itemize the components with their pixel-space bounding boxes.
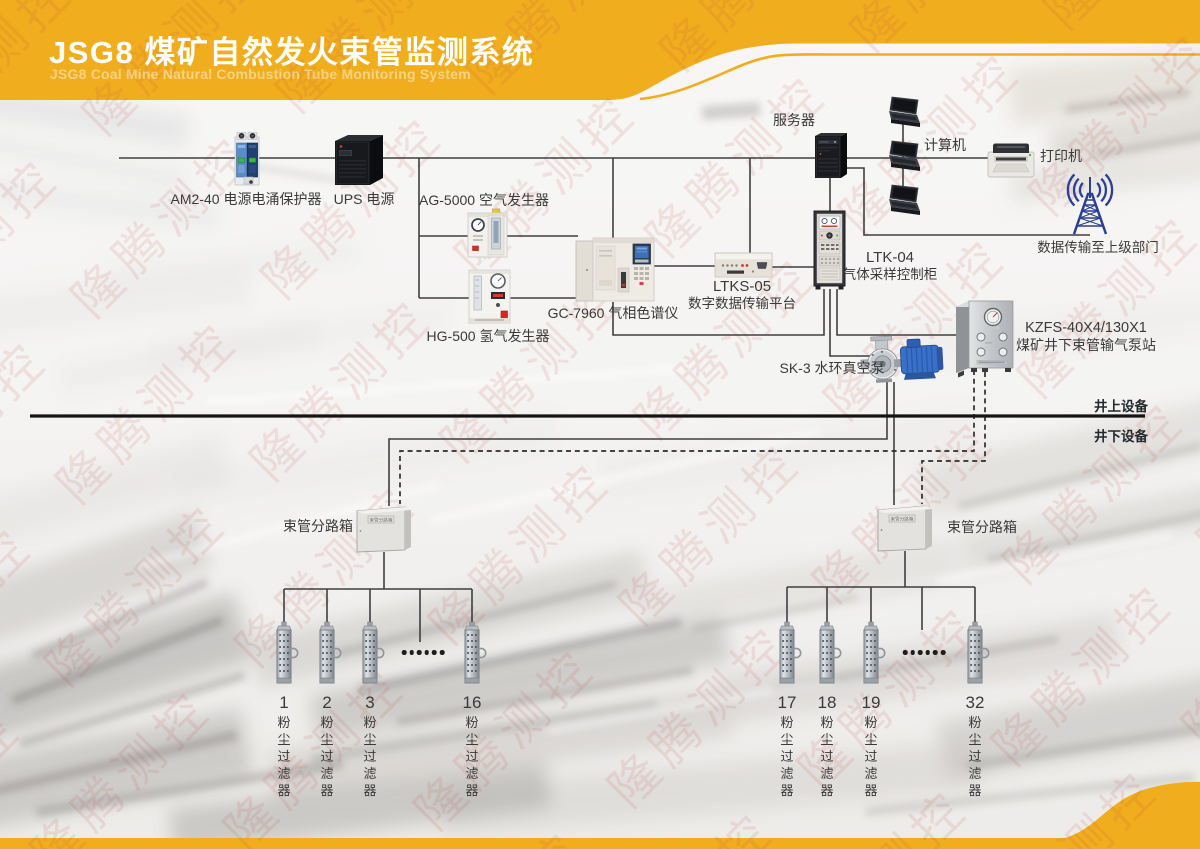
air-generator-label: AG-5000 空气发生器: [419, 192, 549, 208]
filter-ellipsis: [902, 650, 946, 655]
dust-filter-name: 粉尘过滤器: [363, 715, 377, 798]
dust-filter-label-32: 32 粉尘过滤器: [953, 693, 997, 799]
dust-filter-19: [863, 621, 886, 684]
radio-tower-icon: [1066, 173, 1114, 235]
branch-box-left-front-text: 束管分路箱: [370, 517, 393, 524]
server-label: 服务器: [773, 112, 815, 128]
surface-section-label: 井上设备: [1094, 399, 1148, 414]
sampling-cabinet-label: LTK-04 气体采样控制柜: [843, 249, 938, 283]
pump-station-name: 煤矿井下束管输气泵站: [1016, 337, 1156, 353]
hydrogen-generator-device: [468, 269, 511, 324]
dust-filter-number: 17: [777, 693, 797, 712]
dust-filter-name: 粉尘过滤器: [277, 715, 291, 798]
printer-label: 打印机: [1040, 148, 1082, 164]
dust-filter-17: [779, 621, 802, 684]
vacuum-pump-label: SK-3 水环真空泵: [779, 360, 885, 376]
computer-2-device: [888, 140, 921, 172]
gas-chromatograph-label: GC-7960 气相色谱仪: [547, 305, 679, 321]
dust-filter-1: [276, 621, 299, 684]
dust-filter-3: [362, 621, 385, 684]
data-uplink-label: 数据传输至上级部门: [1037, 240, 1159, 255]
sampling-cabinet-name: 气体采样控制柜: [842, 267, 938, 282]
dust-filter-number: 3: [365, 693, 375, 712]
dust-filter-number: 1: [279, 693, 289, 712]
dust-filter-name: 粉尘过滤器: [968, 715, 982, 798]
filter-ellipsis: [401, 650, 445, 655]
dust-filter-number: 2: [322, 693, 332, 712]
computer-1-device: [888, 96, 921, 128]
dust-filter-2: [319, 621, 342, 684]
header-band: [0, 0, 1200, 100]
dust-filter-number: 16: [462, 693, 482, 712]
pump-station-device: [956, 300, 1014, 378]
branch-box-left-device: 束管分路箱: [356, 506, 412, 553]
underground-section-label: 井下设备: [1094, 429, 1148, 444]
branch-box-left-label: 束管分路箱: [283, 518, 353, 534]
computer-3-device: [888, 184, 921, 216]
computers-label: 计算机: [924, 137, 966, 153]
dust-filter-label-19: 19 粉尘过滤器: [849, 693, 893, 799]
air-generator-device: [467, 208, 508, 258]
vacuum-pump-device: [860, 335, 944, 383]
surge-protector-device: [234, 132, 260, 186]
branch-box-right-label: 束管分路箱: [947, 519, 1017, 535]
wire-pump-to-left-box: [388, 380, 888, 506]
gas-chromatograph-device: [575, 237, 655, 302]
dust-filter-label-18: 18 粉尘过滤器: [805, 693, 849, 799]
dust-filter-label-2: 2 粉尘过滤器: [305, 693, 349, 799]
sampling-cabinet-model: LTK-04: [865, 249, 915, 266]
dust-filter-name: 粉尘过滤器: [320, 715, 334, 798]
dust-filter-name: 粉尘过滤器: [820, 715, 834, 798]
dust-filter-name: 粉尘过滤器: [780, 715, 794, 798]
dust-filter-16: [464, 621, 487, 684]
dust-filter-number: 32: [965, 693, 985, 712]
transmission-platform-device: [714, 252, 773, 278]
pipe-station-to-left-box: [399, 370, 975, 504]
transmission-platform-name: 数字数据传输平台: [688, 296, 796, 311]
ups-label: UPS 电源: [333, 191, 395, 207]
transmission-platform-label: LTKS-05 数字数据传输平台: [688, 278, 796, 312]
wire-right-filter-drops: [786, 587, 976, 630]
wire-cabinet-to-station: [836, 289, 958, 336]
dust-filter-32: [967, 621, 990, 684]
wire-gc-to-cabinet: [612, 289, 825, 336]
header-accent-line: [639, 53, 1200, 101]
footer-band: [0, 838, 1200, 849]
server-device: [815, 133, 847, 178]
dust-filter-label-17: 17 粉尘过滤器: [765, 693, 809, 799]
page-subtitle: JSG8 Coal Mine Natural Combustion Tube M…: [50, 66, 471, 82]
wire-server-tower: [845, 167, 1090, 236]
pump-station-model: KZFS-40X4/130X1: [1025, 320, 1147, 336]
transmission-platform-model: LTKS-05: [712, 278, 772, 295]
dust-filter-name: 粉尘过滤器: [465, 715, 479, 798]
dust-filter-number: 18: [817, 693, 837, 712]
surge-protector-label: AM2-40 电源电涌保护器: [170, 191, 322, 207]
dust-filter-name: 粉尘过滤器: [864, 715, 878, 798]
wire-cabinet-to-pump: [829, 289, 871, 357]
footer-wave: [1050, 781, 1200, 849]
dust-filter-number: 19: [861, 693, 881, 712]
sampling-cabinet-device: [813, 210, 846, 290]
pump-station-label: KZFS-40X4/130X1 煤矿井下束管输气泵站: [1016, 320, 1156, 354]
dust-filter-label-3: 3 粉尘过滤器: [348, 693, 392, 799]
branch-box-right-front-text: 束管分路箱: [891, 516, 914, 523]
page-title: JSG8 煤矿自然发火束管监测系统: [49, 35, 535, 70]
ups-device: [335, 135, 383, 185]
dust-filter-label-16: 16 粉尘过滤器: [450, 693, 494, 799]
printer-device: [987, 143, 1035, 178]
branch-box-right-device: 束管分路箱: [877, 505, 933, 552]
hydrogen-generator-label: HG-500 氢气发生器: [426, 328, 550, 344]
wire-left-filter-drops: [283, 589, 473, 642]
dust-filter-label-1: 1 粉尘过滤器: [262, 693, 306, 799]
dust-filter-18: [819, 621, 842, 684]
